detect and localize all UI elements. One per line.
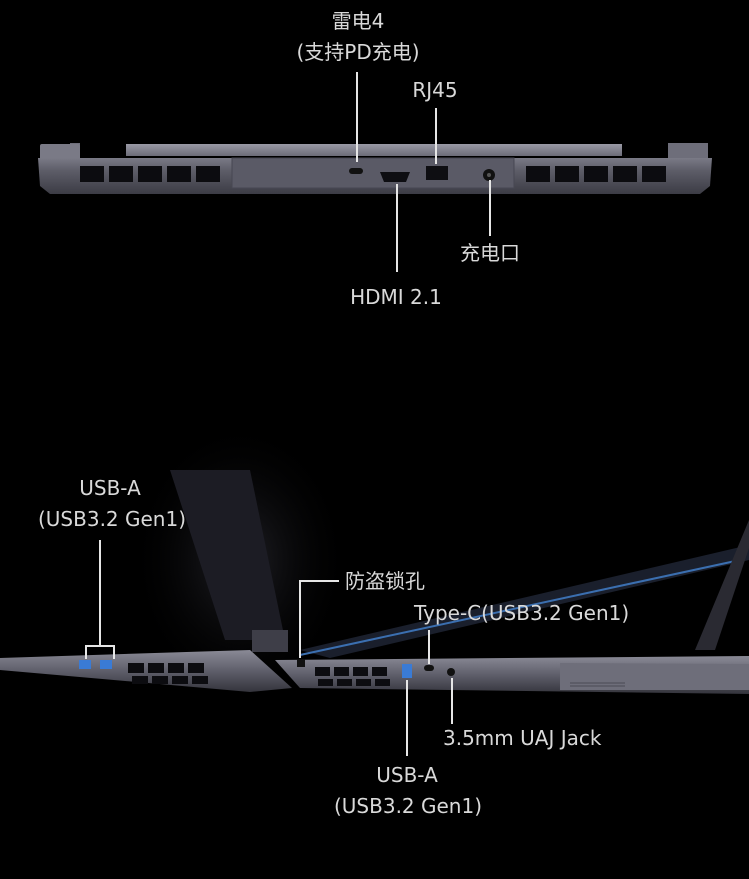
audio-label: 3.5mm UAJ Jack (443, 726, 602, 750)
usb-a-left-bracket (85, 645, 115, 647)
thunderbolt-title: 雷电4 (331, 9, 385, 33)
typec-leader (428, 630, 430, 664)
thunderbolt-leader (356, 72, 358, 162)
typec-label: Type-C(USB3.2 Gen1) (414, 601, 630, 625)
rear-laptop (38, 143, 712, 194)
usb-a-left-leader (99, 540, 101, 646)
side-laptop (0, 420, 749, 700)
audio-leader (451, 678, 453, 724)
usb-a-left-subtitle: (USB3.2 Gen1) (37, 507, 187, 531)
usb-a-right-title: USB-A (376, 763, 438, 787)
usb-a-right-subtitle: (USB3.2 Gen1) (333, 794, 483, 818)
usb-a-left-bracket-l (85, 645, 87, 659)
power-leader (489, 180, 491, 236)
rj45-label: RJ45 (412, 78, 458, 102)
hdmi-label: HDMI 2.1 (350, 285, 442, 309)
hdmi-leader (396, 184, 398, 272)
usb-a-left-title: USB-A (79, 476, 141, 500)
usb-a-left-bracket-r (113, 645, 115, 659)
lock-leader (299, 580, 301, 658)
lock-label: 防盗锁孔 (345, 569, 425, 593)
thunderbolt-subtitle: (支持PD充电) (296, 40, 420, 64)
rj45-leader (435, 108, 437, 164)
usb-a-right-leader (406, 680, 408, 756)
lock-leader-h (299, 580, 339, 582)
power-label: 充电口 (460, 241, 520, 265)
